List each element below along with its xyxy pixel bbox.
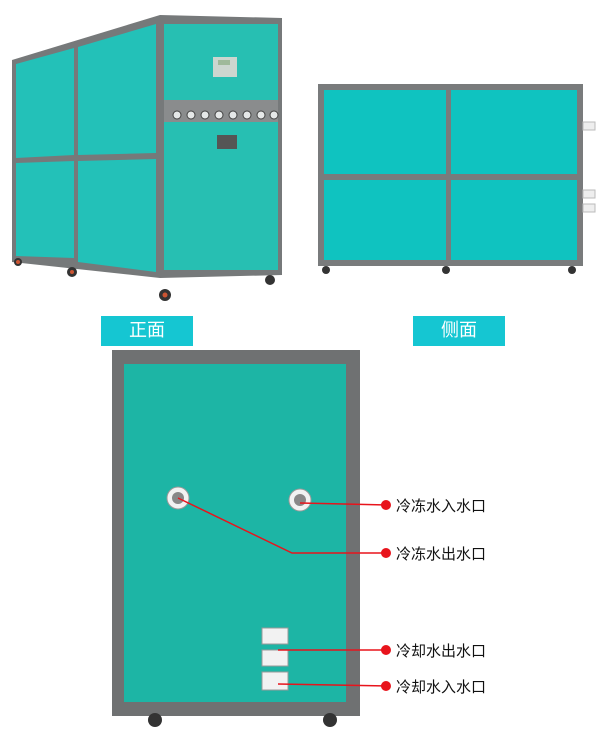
callout-cooling-water-inlet: 冷却水入水口 (396, 678, 487, 696)
side-view-label: 侧面 (413, 316, 505, 346)
callout-cooling-water-outlet: 冷却水出水口 (396, 642, 487, 660)
chiller-front-view (12, 15, 282, 301)
callout-chilled-water-outlet: 冷冻水出水口 (396, 545, 487, 563)
chiller-back-view (112, 350, 360, 727)
chiller-side-view (318, 84, 596, 274)
callout-chilled-water-inlet: 冷冻水入水口 (396, 497, 487, 515)
callout-lines (177, 497, 387, 687)
front-view-label: 正面 (101, 316, 193, 346)
callout-dots (381, 500, 391, 691)
